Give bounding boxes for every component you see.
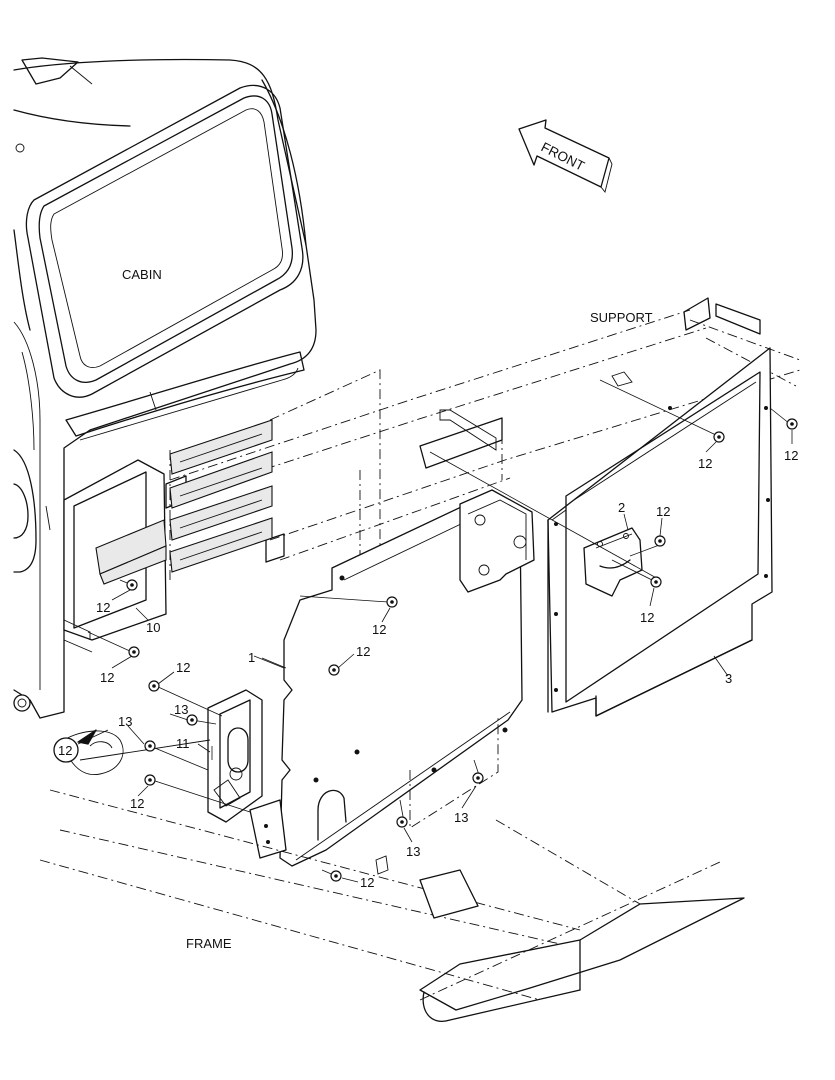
front-direction-arrow: FRONT [518,119,613,193]
callout-13-d: 13 [454,810,468,825]
callout-12-e: 12 [698,456,712,471]
machine-frame: FRAME [39,730,745,1022]
callout-12-k: 12 [360,875,374,890]
callout-12-i: 12 [176,660,190,675]
callout-12-j: 12 [130,796,144,811]
bolt-12-cab-1 [126,579,138,591]
bolt-12-panel-right [786,418,798,430]
bolt-12-left-1 [148,680,160,692]
callout-part-2: 2 [618,500,625,515]
callout-13-b: 13 [118,714,132,729]
cabin-body: CABIN [13,57,317,719]
bolt-13-b [396,816,408,828]
bolt-13-c [472,772,484,784]
bolt-12-bracket-2b [650,576,662,588]
callout-12-b: 12 [100,670,114,685]
support-label: SUPPORT [590,310,653,325]
callout-12-c: 12 [372,622,386,637]
bolt-12-panel-top [713,431,725,443]
callout-12-circled: 12 [58,743,72,758]
bolt-12-cab-2 [128,646,140,658]
callout-12-g: 12 [656,504,670,519]
bolt-13-a [186,714,198,726]
callout-part-3: 3 [725,671,732,686]
part-1-plate [279,489,535,867]
part-11-bracket [207,689,287,859]
callout-12-a: 12 [96,600,110,615]
bolt-12-bracket-2a [654,535,666,547]
cabin-label: CABIN [122,267,162,282]
bolt-12-bottom [330,870,342,882]
bolt-12-plate-mid [328,664,340,676]
callout-12-h: 12 [640,610,654,625]
frame-label: FRAME [186,936,232,951]
bolt-set [126,418,798,882]
callout-12-d: 12 [356,644,370,659]
callout-13-a: 13 [174,702,188,717]
callout-12-f: 12 [784,448,798,463]
bolt-12-plate-top [386,596,398,608]
leader-lines [87,379,791,877]
callout-part-1: 1 [248,650,255,665]
part-3-panel [547,347,773,717]
bolt-12-left-2 [144,740,156,752]
callout-part-10: 10 [146,620,160,635]
callouts: 1 2 3 10 11 12 12 12 12 12 12 12 12 12 1… [53,430,798,890]
bolt-12-left-3 [144,774,156,786]
callout-13-c: 13 [406,844,420,859]
part-2-bracket [583,527,643,597]
part-10-bracket [63,419,273,653]
callout-12-circle [53,737,79,763]
callout-part-11: 11 [176,736,190,751]
